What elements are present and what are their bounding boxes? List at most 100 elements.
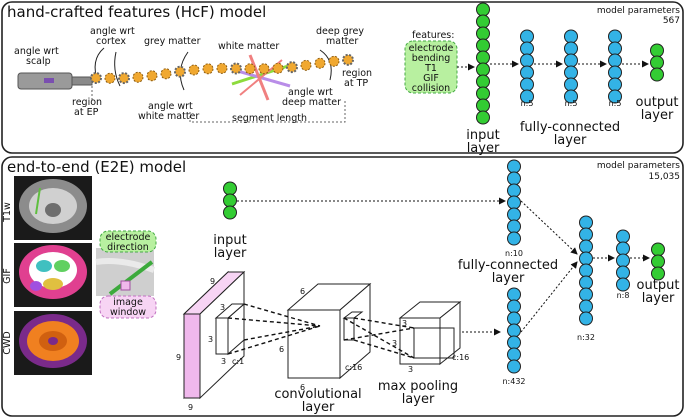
conv-dim-2: 6 [279,345,284,354]
kernel-dim-1: 3 [220,303,225,312]
e2e-fc-mid-node [579,251,593,266]
label-region-ep-1: region [72,97,102,108]
electrode-contact [132,71,144,83]
input-dim-width: 9 [188,403,193,412]
label-white-matter: white matter [218,41,279,52]
electrode-contacts [90,53,354,85]
e2e-panel-frame [1,156,684,417]
e2e-fc-top-node [507,159,521,174]
brain-image-t1w [14,176,92,240]
hcf-fc3-size: n:5 [609,99,622,108]
label-region-ep-2: at EP [74,107,99,118]
e2e-fc-last-size: n:8 [617,291,630,300]
electrode-contact [202,63,214,75]
electrode-contact [258,63,270,75]
hcf-fc1-size: n:5 [521,99,534,108]
e2e-fc-top-node [507,195,521,210]
electrode-direction-label-2: direction [107,242,149,253]
label-region-tp-2: at TP [344,78,368,89]
electrode-direction-label-1: electrode [106,232,151,243]
e2e-fc-mid-node [579,239,593,254]
electrode-contact [230,62,242,75]
hcf-output-label-1: output [636,95,679,110]
hcf-fc3-node [608,53,622,68]
e2e-fc-bottom-node [507,299,521,314]
e2e-fc-mid-node [579,227,593,242]
electrode-contact [272,62,284,74]
e2e-fc-top-node [507,207,521,222]
hcf-fc3-node [608,77,622,92]
feature-gif: GIF [423,73,439,84]
hcf-input-node [476,62,490,77]
e2e-output-node [651,242,665,257]
hcf-fc1-node [520,89,534,104]
hcf-network [476,2,664,125]
label-region-tp-1: region [342,68,372,79]
electrode-contact [174,65,186,78]
pool-label-1: max pooling [378,379,458,394]
hcf-fc-label-2: layer [554,133,587,148]
electrode-contact [118,72,130,85]
brain-image-gif [14,243,92,307]
hcf-output-node [650,55,664,70]
e2e-fc-last-node [616,265,630,280]
e2e-fc-label-1: fully-connected [458,258,558,273]
e2e-fc-mid-node [579,299,593,314]
side-label-gif: GIF [2,268,13,284]
side-label-cwd: CWD [2,331,13,354]
hcf-fc3-node [608,65,622,80]
features-header: features: [412,30,454,41]
electrode-contact [90,72,102,84]
e2e-fc-last-node [616,277,630,292]
e2e-params-value: 15,035 [649,172,681,182]
e2e-fc-bottom-node [507,335,521,350]
label-segment-length: segment length [232,113,307,124]
conv-label-1: convolutional [274,387,361,402]
e2e-fc-label-2: layer [492,271,525,286]
hcf-input-node [476,14,490,29]
hcf-input-node [476,86,490,101]
hcf-params-label: model parameters [597,6,680,16]
e2e-fc-bottom-node [507,287,521,302]
label-angle-scalp-1: angle wrt [14,46,59,57]
brain-image-cwd [14,311,92,375]
pool-dim-3: 3 [408,365,413,374]
e2e-output-node [651,266,665,281]
e2e-fc-mid-node [579,287,593,302]
e2e-fc-bottom-size: n:432 [502,377,525,386]
conv-channels: c:16 [345,363,362,372]
hcf-fc3-node [608,29,622,44]
e2e-params-label: model parameters [597,161,680,171]
kernel-dim-2: 3 [208,335,213,344]
e2e-fc-bottom-node [507,347,521,362]
electrode-contact [286,61,298,74]
hcf-fc3-node [608,89,622,104]
e2e-network [223,159,665,374]
hcf-fc1-node [520,53,534,68]
conv-volume [286,282,372,380]
electrode-contact [146,70,158,82]
hcf-fc2-node [564,77,578,92]
label-angle-white-1: angle wrt [148,101,193,112]
e2e-input-label-1: input [213,233,246,248]
e2e-fc-top-node [507,231,521,246]
feature-t1: T1 [424,63,437,74]
hcf-input-label-2: layer [467,141,500,156]
electrode-contact [160,68,172,80]
e2e-fc-top-size: n:10 [505,249,523,258]
electrode-contact [300,59,312,71]
input-dim-height: 9 [176,353,181,362]
e2e-output-node [651,254,665,269]
pool-channels: c:16 [452,353,469,362]
e2e-fc-bottom-node [507,323,521,338]
input-volume [182,270,246,400]
e2e-fc-top-node [507,183,521,198]
e2e-fc-mid-node [579,263,593,278]
label-angle-deep-2: deep matter [282,97,341,108]
hcf-fc1-node [520,29,534,44]
e2e-fc-top-to-mid-arrow [520,200,578,255]
label-angle-white-2: white matter [138,111,199,122]
e2e-input-node [223,205,237,220]
pool-volume [398,300,462,366]
pool-projection-lines [343,317,415,359]
